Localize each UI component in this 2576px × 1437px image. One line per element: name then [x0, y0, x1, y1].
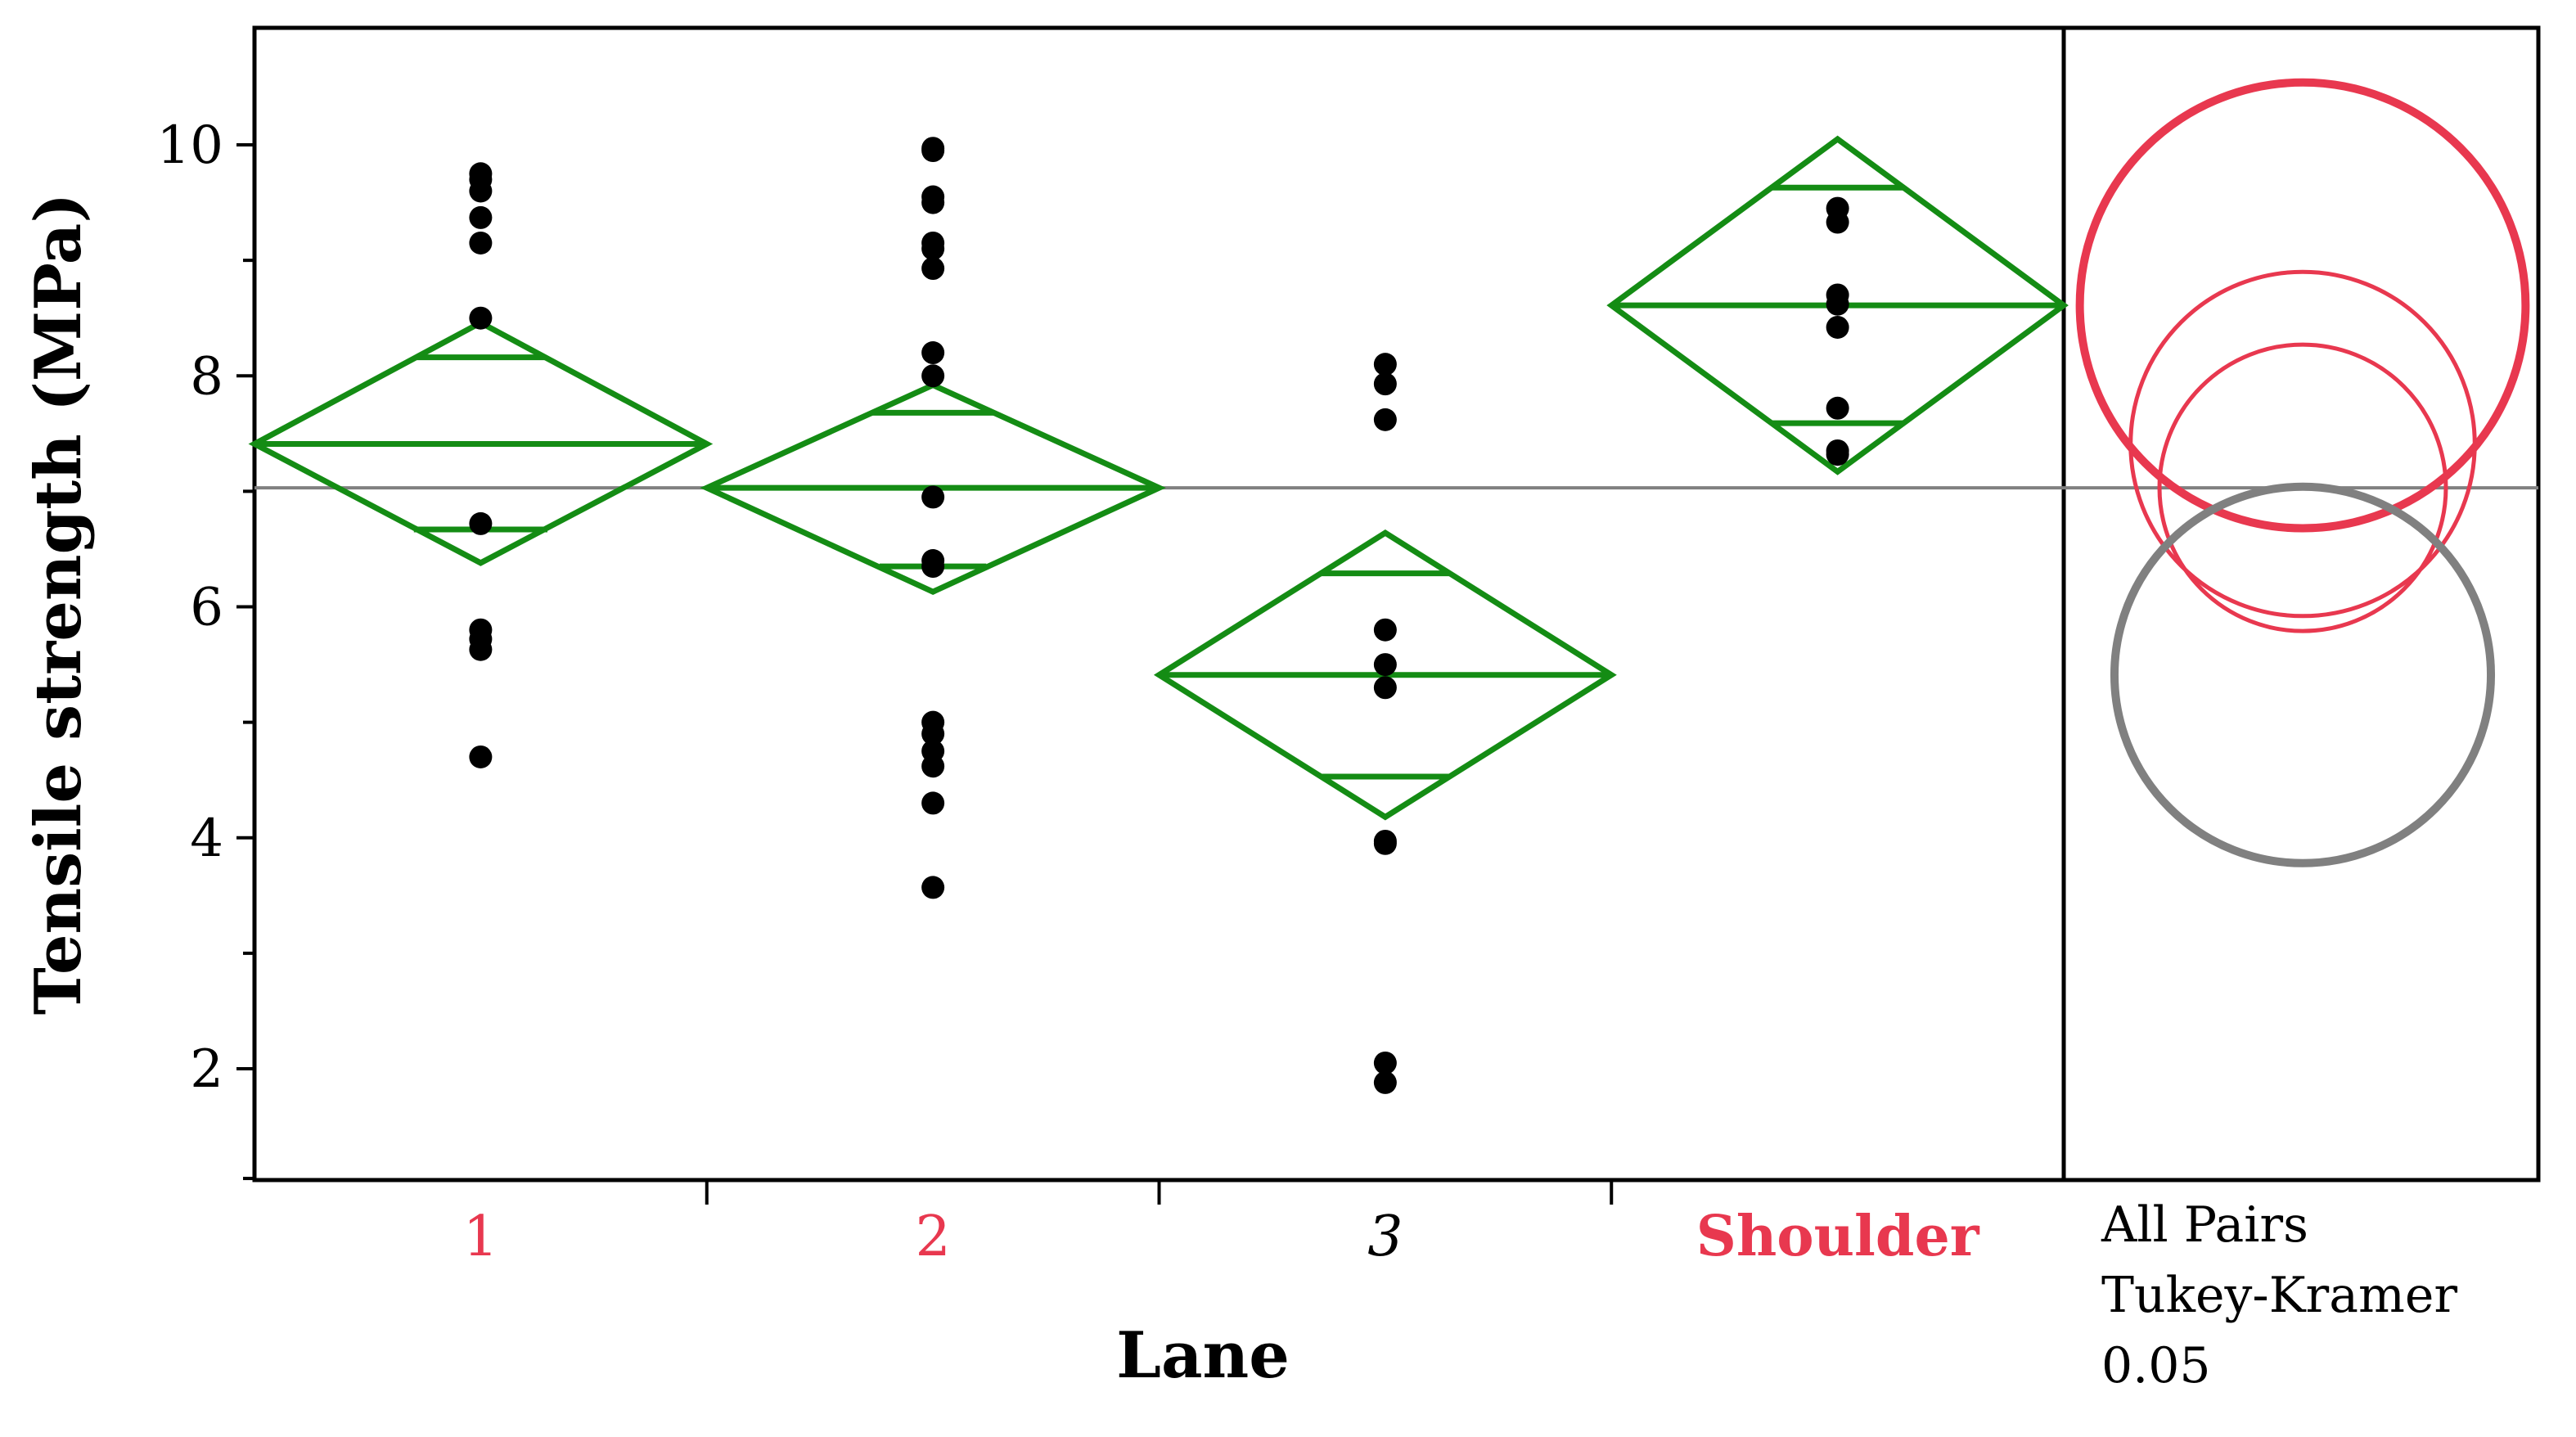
panel-label-alpha: 0.05 [2101, 1337, 2211, 1394]
data-point-1 [469, 231, 493, 255]
data-point-3 [1373, 618, 1397, 642]
data-point-3 [1373, 1070, 1397, 1094]
x-category-label-shoulder: Shoulder [1696, 1204, 1980, 1269]
x-category-label-2: 2 [915, 1205, 950, 1269]
data-point-1 [469, 745, 493, 768]
data-point-1 [469, 511, 493, 535]
data-point-2 [921, 237, 945, 261]
y-tick-label: 6 [190, 578, 223, 638]
data-point-1 [469, 205, 493, 229]
panel-label-method: All Pairs [2101, 1196, 2308, 1254]
data-point-3 [1373, 372, 1397, 396]
data-point-3 [1373, 408, 1397, 431]
data-point-1 [469, 306, 493, 330]
y-tick-label: 2 [190, 1039, 223, 1100]
data-point-2 [921, 722, 945, 746]
data-point-3 [1373, 831, 1397, 855]
x-category-label-3: 3 [1367, 1205, 1403, 1269]
data-point-2 [921, 791, 945, 815]
comparison-circle-shoulder [2075, 78, 2530, 533]
data-point-3 [1373, 676, 1397, 700]
data-point-2 [921, 555, 945, 579]
comparison-circle-1 [2128, 269, 2477, 619]
data-point-2 [921, 341, 945, 365]
data-point-shoulder [1826, 210, 1849, 234]
data-point-2 [921, 257, 945, 281]
data-point-3 [1373, 1051, 1397, 1074]
y-tick-label: 10 [157, 115, 223, 176]
data-point-shoulder [1826, 292, 1849, 316]
comparison-panel-labels: All Pairs Tukey-Kramer 0.05 [2101, 1196, 2457, 1394]
data-point-shoulder [1826, 315, 1849, 339]
plot-frame [252, 25, 2541, 1182]
data-point-2 [921, 191, 945, 214]
data-point-shoulder [1826, 443, 1849, 466]
data-point-2 [921, 876, 945, 899]
data-point-1 [469, 179, 493, 203]
data-point-3 [1373, 653, 1397, 677]
data-point-shoulder [1826, 396, 1849, 420]
y-axis-title: Tensile strength (MPa) [21, 193, 96, 1015]
means-diamond-1 [248, 319, 714, 566]
y-tick-label: 8 [190, 346, 223, 407]
x-axis-title: Lane [1116, 1318, 1290, 1393]
comparison-circle-3 [2110, 482, 2496, 867]
panel-label-test: Tukey-Kramer [2101, 1267, 2457, 1324]
y-tick-label: 4 [190, 809, 223, 869]
comparison-circle-2 [2157, 342, 2448, 633]
x-category-label-1: 1 [463, 1205, 498, 1269]
data-point-2 [921, 364, 945, 388]
data-point-1 [469, 637, 493, 661]
data-point-3 [1373, 353, 1397, 376]
data-point-2 [921, 755, 945, 778]
data-point-2 [921, 485, 945, 509]
data-point-2 [921, 139, 945, 163]
